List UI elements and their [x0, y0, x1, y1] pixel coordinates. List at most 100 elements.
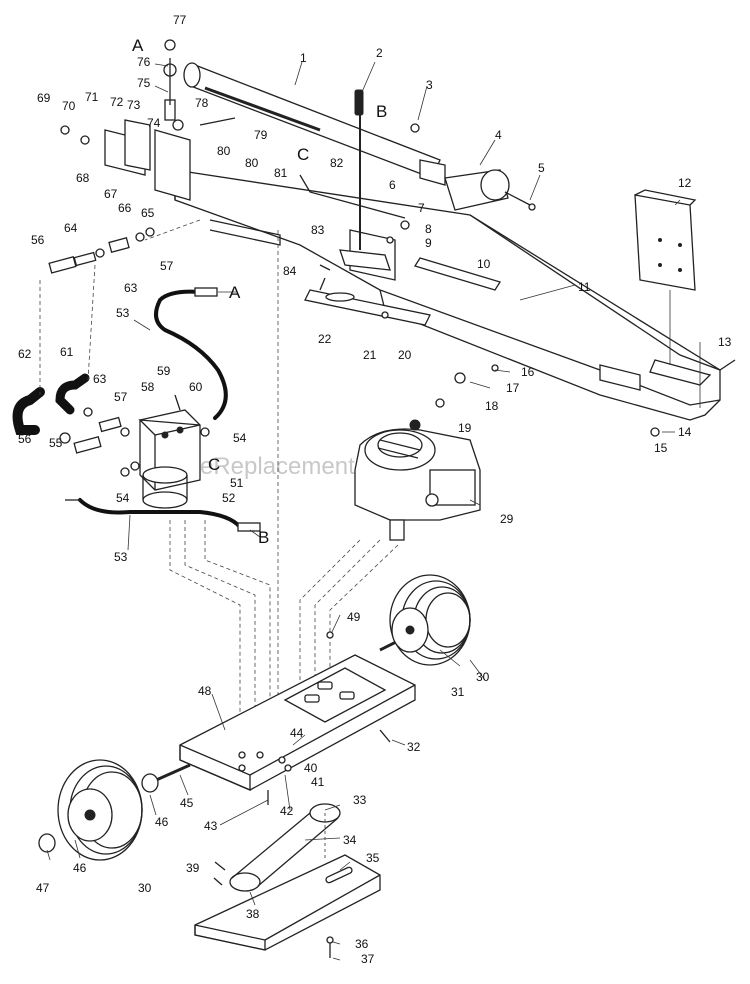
- callout-11: 11: [578, 280, 591, 294]
- callout-8: 8: [425, 222, 432, 236]
- callout-81: 81: [274, 166, 288, 180]
- callout-13: 13: [718, 335, 732, 349]
- slide-plate: [304, 277, 431, 326]
- hose-53-upper: [154, 289, 228, 420]
- elbow-fittings: [12, 373, 90, 435]
- callout-B-upper: B: [376, 102, 387, 121]
- callout-22: 22: [318, 332, 332, 346]
- callout-34: 34: [343, 833, 357, 847]
- callout-74: 74: [147, 116, 161, 130]
- callout-33: 33: [353, 793, 367, 807]
- callout-48: 48: [198, 684, 212, 698]
- callout-49: 49: [347, 610, 361, 624]
- callout-67: 67: [104, 187, 118, 201]
- callout-37: 37: [361, 952, 375, 966]
- callout-76: 76: [137, 55, 151, 69]
- fittings-lower: [59, 407, 210, 477]
- callout-84: 84: [283, 264, 297, 278]
- hose-fitting-b: [237, 522, 261, 532]
- callout-61: 61: [60, 345, 74, 359]
- callout-75: 75: [137, 76, 151, 90]
- callout-A-lower: A: [229, 283, 241, 302]
- callouts: 77 A 1 2 3 76 75 B 69 70 71 72 73 78 74 …: [18, 13, 732, 966]
- callout-46-right: 46: [155, 815, 169, 829]
- base-platform: [179, 654, 416, 791]
- rod-end-block: [444, 169, 536, 211]
- callout-2: 2: [376, 46, 383, 60]
- valve-bracket: [60, 39, 236, 201]
- callout-21: 21: [363, 348, 377, 362]
- callout-7: 7: [418, 201, 425, 215]
- callout-57-lower: 57: [114, 390, 128, 404]
- callout-66: 66: [118, 201, 132, 215]
- callout-10: 10: [477, 257, 491, 271]
- callout-79: 79: [254, 128, 268, 142]
- callout-63-lower: 63: [93, 372, 107, 386]
- hose-fitting-a: [194, 287, 218, 297]
- hardware: [213, 264, 736, 958]
- callout-43: 43: [204, 819, 218, 833]
- callout-17: 17: [506, 381, 520, 395]
- callout-30-left: 30: [138, 881, 152, 895]
- control-handle: [339, 89, 420, 271]
- callout-30-right: 30: [476, 670, 490, 684]
- callout-C-lower: C: [208, 455, 220, 474]
- callout-54-left: 54: [116, 491, 130, 505]
- callout-56-lower: 56: [18, 432, 32, 446]
- engine: [354, 419, 481, 541]
- callout-71: 71: [85, 90, 99, 104]
- callout-64: 64: [64, 221, 78, 235]
- rod-82: [299, 174, 406, 219]
- callout-45: 45: [180, 796, 194, 810]
- callout-29: 29: [500, 512, 514, 526]
- callout-53-upper: 53: [116, 306, 130, 320]
- hydraulic-cylinder: [183, 62, 446, 186]
- wheel-left: [57, 759, 143, 861]
- callout-15: 15: [654, 441, 668, 455]
- callout-44: 44: [290, 726, 304, 740]
- callout-68: 68: [76, 171, 90, 185]
- callout-39: 39: [186, 861, 200, 875]
- callout-62: 62: [18, 347, 32, 361]
- callout-14: 14: [678, 425, 692, 439]
- callout-78: 78: [195, 96, 209, 110]
- callout-41: 41: [311, 775, 325, 789]
- callout-53-lower: 53: [114, 550, 128, 564]
- callout-18: 18: [485, 399, 499, 413]
- callout-80-b: 80: [245, 156, 259, 170]
- lower-plate: [194, 854, 381, 951]
- callout-69: 69: [37, 91, 51, 105]
- callout-73: 73: [127, 98, 141, 112]
- callout-12: 12: [678, 176, 692, 190]
- callout-4: 4: [495, 128, 502, 142]
- callout-42: 42: [280, 804, 294, 818]
- callout-51: 51: [230, 476, 244, 490]
- leader-lines: [46, 61, 701, 961]
- control-valve: [138, 394, 201, 509]
- belt-drive: [229, 803, 341, 892]
- callout-77: 77: [173, 13, 187, 27]
- hub-cap: [38, 833, 56, 853]
- callout-56-upper: 56: [31, 233, 45, 247]
- callout-B-lower: B: [258, 528, 269, 547]
- callout-1: 1: [300, 51, 307, 65]
- fittings-upper: [48, 227, 155, 274]
- callout-46-left: 46: [73, 861, 87, 875]
- callout-60: 60: [189, 380, 203, 394]
- callout-59: 59: [157, 364, 171, 378]
- callout-72: 72: [110, 95, 124, 109]
- guide-lines: [39, 219, 399, 740]
- callout-A-upper: A: [132, 36, 144, 55]
- callout-32: 32: [407, 740, 421, 754]
- callout-47: 47: [36, 881, 50, 895]
- callout-16: 16: [521, 365, 535, 379]
- callout-20: 20: [398, 348, 412, 362]
- callout-6: 6: [389, 178, 396, 192]
- callout-63-upper: 63: [124, 281, 138, 295]
- end-plate: [634, 189, 697, 365]
- callout-40: 40: [304, 761, 318, 775]
- callout-65: 65: [141, 206, 155, 220]
- callout-35: 35: [366, 851, 380, 865]
- callout-57-upper: 57: [160, 259, 174, 273]
